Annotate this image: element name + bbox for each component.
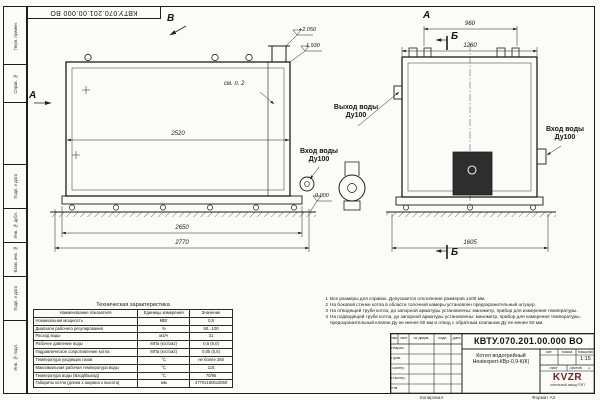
spec-row: Габариты котла (длина х ширина х высота)… — [32, 379, 233, 389]
tb-role-prov: Пров. — [391, 356, 402, 360]
water-outlet-label: Выход воды Ду100 — [333, 104, 379, 120]
see-note-annotation: см. п. 2 — [224, 81, 245, 87]
tb-lit-label: Лит. — [545, 350, 553, 354]
tb-header-data: Дата — [452, 336, 461, 340]
company-name: KVZR — [552, 372, 583, 383]
elevation-ground: 0.000 — [315, 192, 329, 199]
left-view — [50, 45, 366, 217]
water-inlet-side-label: Вход воды Ду100 — [299, 148, 339, 164]
dim-960: 960 — [464, 20, 475, 27]
dim-2770: 2770 — [175, 239, 189, 246]
stamp-sprav: Справ. № — [4, 65, 26, 103]
section-label-b-top: Б — [451, 31, 459, 42]
company-subtitle: котельный завод РЭП — [550, 383, 585, 387]
dim-2520: 2520 — [171, 131, 185, 137]
spec-table: Техническая характеристика Наименование … — [32, 302, 233, 389]
product-name-line1: Котел водогрейный — [476, 353, 526, 359]
product-name: Котел водогрейный Heatexpert-КВр-0,9-К(К… — [462, 353, 540, 365]
tb-scale-label: Масштаб — [577, 350, 594, 354]
side-label-a: А — [29, 90, 37, 101]
tb-role-razrab: Разраб. — [391, 346, 405, 350]
tb-role-utv: Утв. — [391, 386, 399, 390]
tb-role-nkontr: Н.контр. — [391, 376, 406, 380]
tb-role-tkontr: Т.контр. — [391, 366, 405, 370]
leader-lines — [259, 91, 562, 180]
view-label-a: А — [423, 10, 431, 21]
stamp-podp-data-1: Подп. и дата — [4, 165, 26, 209]
tb-sheet-label: Лист — [549, 366, 558, 370]
elevation-chimney-top: +2.050 — [299, 27, 316, 33]
water-inlet-front-label: Вход воды Ду100 — [545, 126, 585, 142]
right-view — [386, 44, 556, 217]
stamp-vzam-inv: Взам. инв. № — [4, 243, 26, 277]
stamp-spacer — [4, 103, 26, 165]
format-label: Формат А3 — [532, 394, 556, 400]
section-label-b-bottom: Б — [451, 247, 459, 258]
dim-1605: 1605 — [463, 239, 477, 246]
view-label-b: В — [167, 13, 175, 24]
dim-1260: 1260 — [463, 42, 477, 49]
stamp-perv-primen: Перв. примен. — [4, 7, 26, 65]
stamp-inv-podl: Инв. № подл. — [12, 343, 18, 371]
view-arrows — [34, 25, 448, 259]
tb-mass-label: Масса — [561, 350, 573, 354]
spec-row: Диапазон рабочего регулирования%50...100 — [32, 324, 233, 334]
spec-table-title: Техническая характеристика — [96, 302, 170, 308]
tb-sheets-label: Листов — [569, 366, 582, 370]
elevation-boiler-top: 1.930 — [306, 43, 320, 49]
top-rotated-stamp: КВТУ.070.201.00.000 ВО — [27, 6, 161, 19]
tb-header-list: Лист — [399, 336, 408, 340]
frame-side-stamps: Перв. примен. Справ. № Подп. и дата Инв.… — [3, 6, 27, 394]
stamp-inv-dubl: Инв. № дубл. — [4, 209, 26, 243]
tb-header-dokum: № докум. — [413, 336, 430, 340]
tb-sheets-value: 1 — [587, 366, 591, 370]
spec-header-row: Наименование показателя Единицы измерени… — [32, 309, 233, 318]
company-logo: KVZR котельный завод РЭП — [540, 372, 595, 388]
title-block-grid — [389, 332, 596, 395]
doc-number: КВТУ.070.201.00.000 ВО — [473, 336, 584, 346]
dim-2650: 2650 — [175, 224, 189, 231]
scale-value: 1:15 — [580, 356, 591, 362]
product-name-line2: Heatexpert-КВр-0,9-К(К) — [472, 359, 530, 365]
dimension-lines — [54, 26, 549, 252]
tb-header-izm: Изм. — [390, 336, 398, 340]
stamp-podp-data-2: Подп. и дата — [4, 277, 26, 321]
title-block: КВТУ.070.201.00.000 ВО Изм. Лист № докум… — [389, 332, 596, 395]
copy-label: Копировал — [420, 394, 444, 400]
drawing-frame — [27, 6, 595, 394]
tb-header-podp: Подп. — [437, 336, 448, 340]
elevation-marks — [285, 29, 332, 213]
